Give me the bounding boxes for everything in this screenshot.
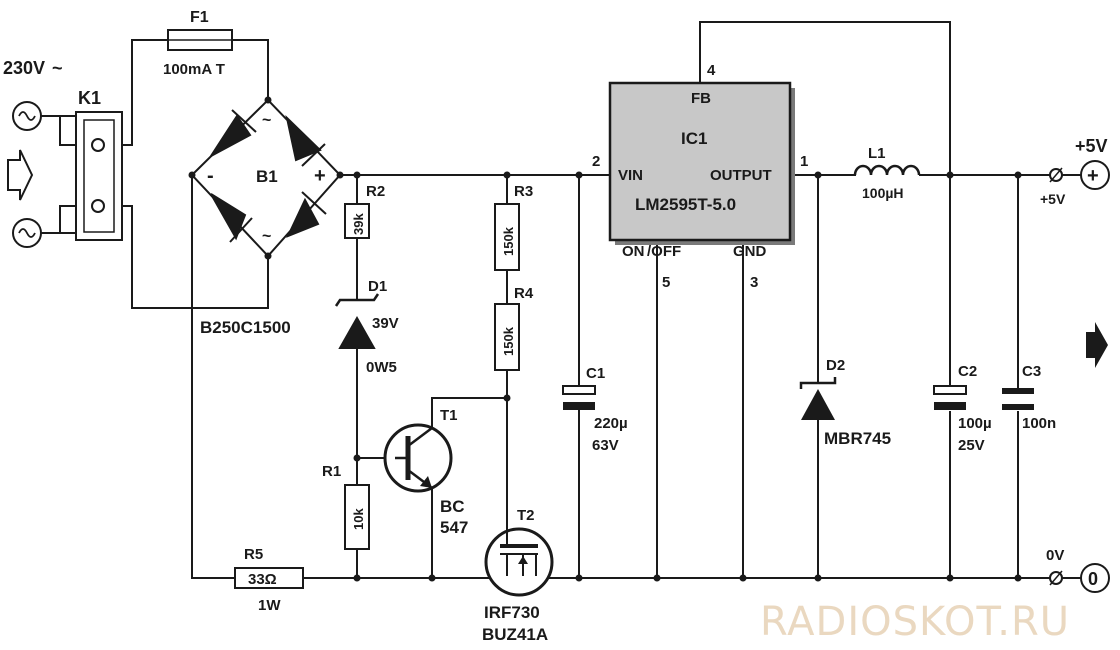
capacitor-c1: C1 220µ 63V xyxy=(562,365,628,454)
svg-text:GND: GND xyxy=(733,243,767,260)
input-arrow-icon xyxy=(7,149,34,201)
svg-text:C3: C3 xyxy=(1022,363,1041,380)
svg-text:+: + xyxy=(314,165,326,187)
svg-text:0V: 0V xyxy=(1046,547,1064,564)
svg-text:39k: 39k xyxy=(351,213,366,235)
svg-text:-: - xyxy=(207,165,214,187)
capacitor-c3: C3 100n xyxy=(1002,363,1056,432)
zener-d1: D1 39V 0W5 xyxy=(334,278,399,376)
svg-text:IC1: IC1 xyxy=(681,129,707,148)
svg-text:BUZ41A: BUZ41A xyxy=(482,625,548,644)
capacitor-c2: C2 100µ 25V xyxy=(933,363,992,454)
mosfet-t2: T2 IRF730 BUZ41A xyxy=(482,507,554,644)
svg-text:~: ~ xyxy=(262,112,271,129)
resistor-r1: 10k R1 xyxy=(322,463,370,550)
svg-text:T2: T2 xyxy=(517,507,535,524)
svg-text:2: 2 xyxy=(592,153,600,170)
svg-text:150k: 150k xyxy=(501,326,516,356)
svg-text:4: 4 xyxy=(707,62,716,79)
svg-text:MBR745: MBR745 xyxy=(824,429,891,448)
svg-text:B1: B1 xyxy=(256,167,278,186)
connector-k1: K1 xyxy=(75,88,123,241)
svg-text:C1: C1 xyxy=(586,365,605,382)
svg-text:LM2595T-5.0: LM2595T-5.0 xyxy=(635,195,736,214)
ac-source-icon-top xyxy=(12,101,77,131)
svg-text:0: 0 xyxy=(1088,569,1098,589)
svg-text:FB: FB xyxy=(691,90,711,107)
resistor-r3: 150k R3 xyxy=(494,183,533,271)
svg-text:+: + xyxy=(1087,165,1099,187)
svg-text:D1: D1 xyxy=(368,278,387,295)
svg-text:R4: R4 xyxy=(514,285,534,302)
svg-text:ON: ON xyxy=(622,243,645,260)
k1-ref: K1 xyxy=(78,88,101,108)
ac-source-icon-bottom xyxy=(12,218,77,248)
svg-text:220µ: 220µ xyxy=(594,415,628,432)
svg-text:33Ω: 33Ω xyxy=(248,571,277,588)
output-arrow-icon xyxy=(1086,322,1108,368)
svg-text:+5V: +5V xyxy=(1075,136,1108,156)
svg-text:230V: 230V xyxy=(3,58,45,78)
ic1-lm2595: IC1 LM2595T-5.0 FB VIN OUTPUT ON /OFF GN… xyxy=(592,62,808,291)
svg-text:+5V: +5V xyxy=(1040,191,1066,207)
svg-text:100µ: 100µ xyxy=(958,415,992,432)
svg-text:100n: 100n xyxy=(1022,415,1056,432)
watermark: RADIOSKOT.RU xyxy=(760,599,1070,645)
svg-text:150k: 150k xyxy=(501,226,516,256)
svg-text:0W5: 0W5 xyxy=(366,359,397,376)
svg-text:63V: 63V xyxy=(592,437,619,454)
resistor-r4: 150k R4 xyxy=(494,285,534,371)
svg-text:3: 3 xyxy=(750,274,758,291)
transistor-t1: T1 BC 547 xyxy=(383,407,468,537)
svg-text:547: 547 xyxy=(440,518,468,537)
svg-text:R1: R1 xyxy=(322,463,341,480)
svg-text:VIN: VIN xyxy=(618,167,643,184)
svg-text:1W: 1W xyxy=(258,597,281,614)
diode-d2: D2 MBR745 xyxy=(799,357,891,448)
svg-text:L1: L1 xyxy=(868,145,886,162)
svg-text:5: 5 xyxy=(662,274,670,291)
wires xyxy=(97,21,1051,579)
svg-text:1: 1 xyxy=(800,153,808,170)
svg-text:B250C1500: B250C1500 xyxy=(200,318,291,337)
plus-terminal-icon: + xyxy=(1061,160,1110,190)
svg-text:/OFF: /OFF xyxy=(647,243,681,260)
svg-text:R2: R2 xyxy=(366,183,385,200)
inductor-l1: L1 100µH xyxy=(853,145,921,201)
svg-text:C2: C2 xyxy=(958,363,977,380)
svg-text:OUTPUT: OUTPUT xyxy=(710,167,772,184)
svg-text:~: ~ xyxy=(262,228,271,245)
svg-text:IRF730: IRF730 xyxy=(484,603,540,622)
svg-text:~: ~ xyxy=(52,58,63,78)
fuse-f1: F1 100mA T xyxy=(163,9,233,78)
svg-text:D2: D2 xyxy=(826,357,845,374)
svg-text:R3: R3 xyxy=(514,183,533,200)
svg-text:100µH: 100µH xyxy=(862,185,904,201)
svg-text:T1: T1 xyxy=(440,407,458,424)
svg-text:25V: 25V xyxy=(958,437,985,454)
resistor-r5: 33Ω R5 1W xyxy=(234,546,304,614)
svg-text:R5: R5 xyxy=(244,546,263,563)
svg-text:F1: F1 xyxy=(190,9,209,26)
svg-text:10k: 10k xyxy=(351,508,366,530)
output-terminals: +5V +5V + 0V 0 xyxy=(1040,136,1110,593)
svg-text:39V: 39V xyxy=(372,315,399,332)
ground-terminal-icon: 0 xyxy=(1061,563,1110,593)
svg-text:100mA T: 100mA T xyxy=(163,61,225,78)
bridge-b1: B1 - + ~ ~ B250C1500 xyxy=(190,98,342,337)
svg-text:BC: BC xyxy=(440,497,465,516)
resistor-r2: 39k R2 xyxy=(344,183,385,239)
mains-input: 230V ~ xyxy=(3,58,77,248)
